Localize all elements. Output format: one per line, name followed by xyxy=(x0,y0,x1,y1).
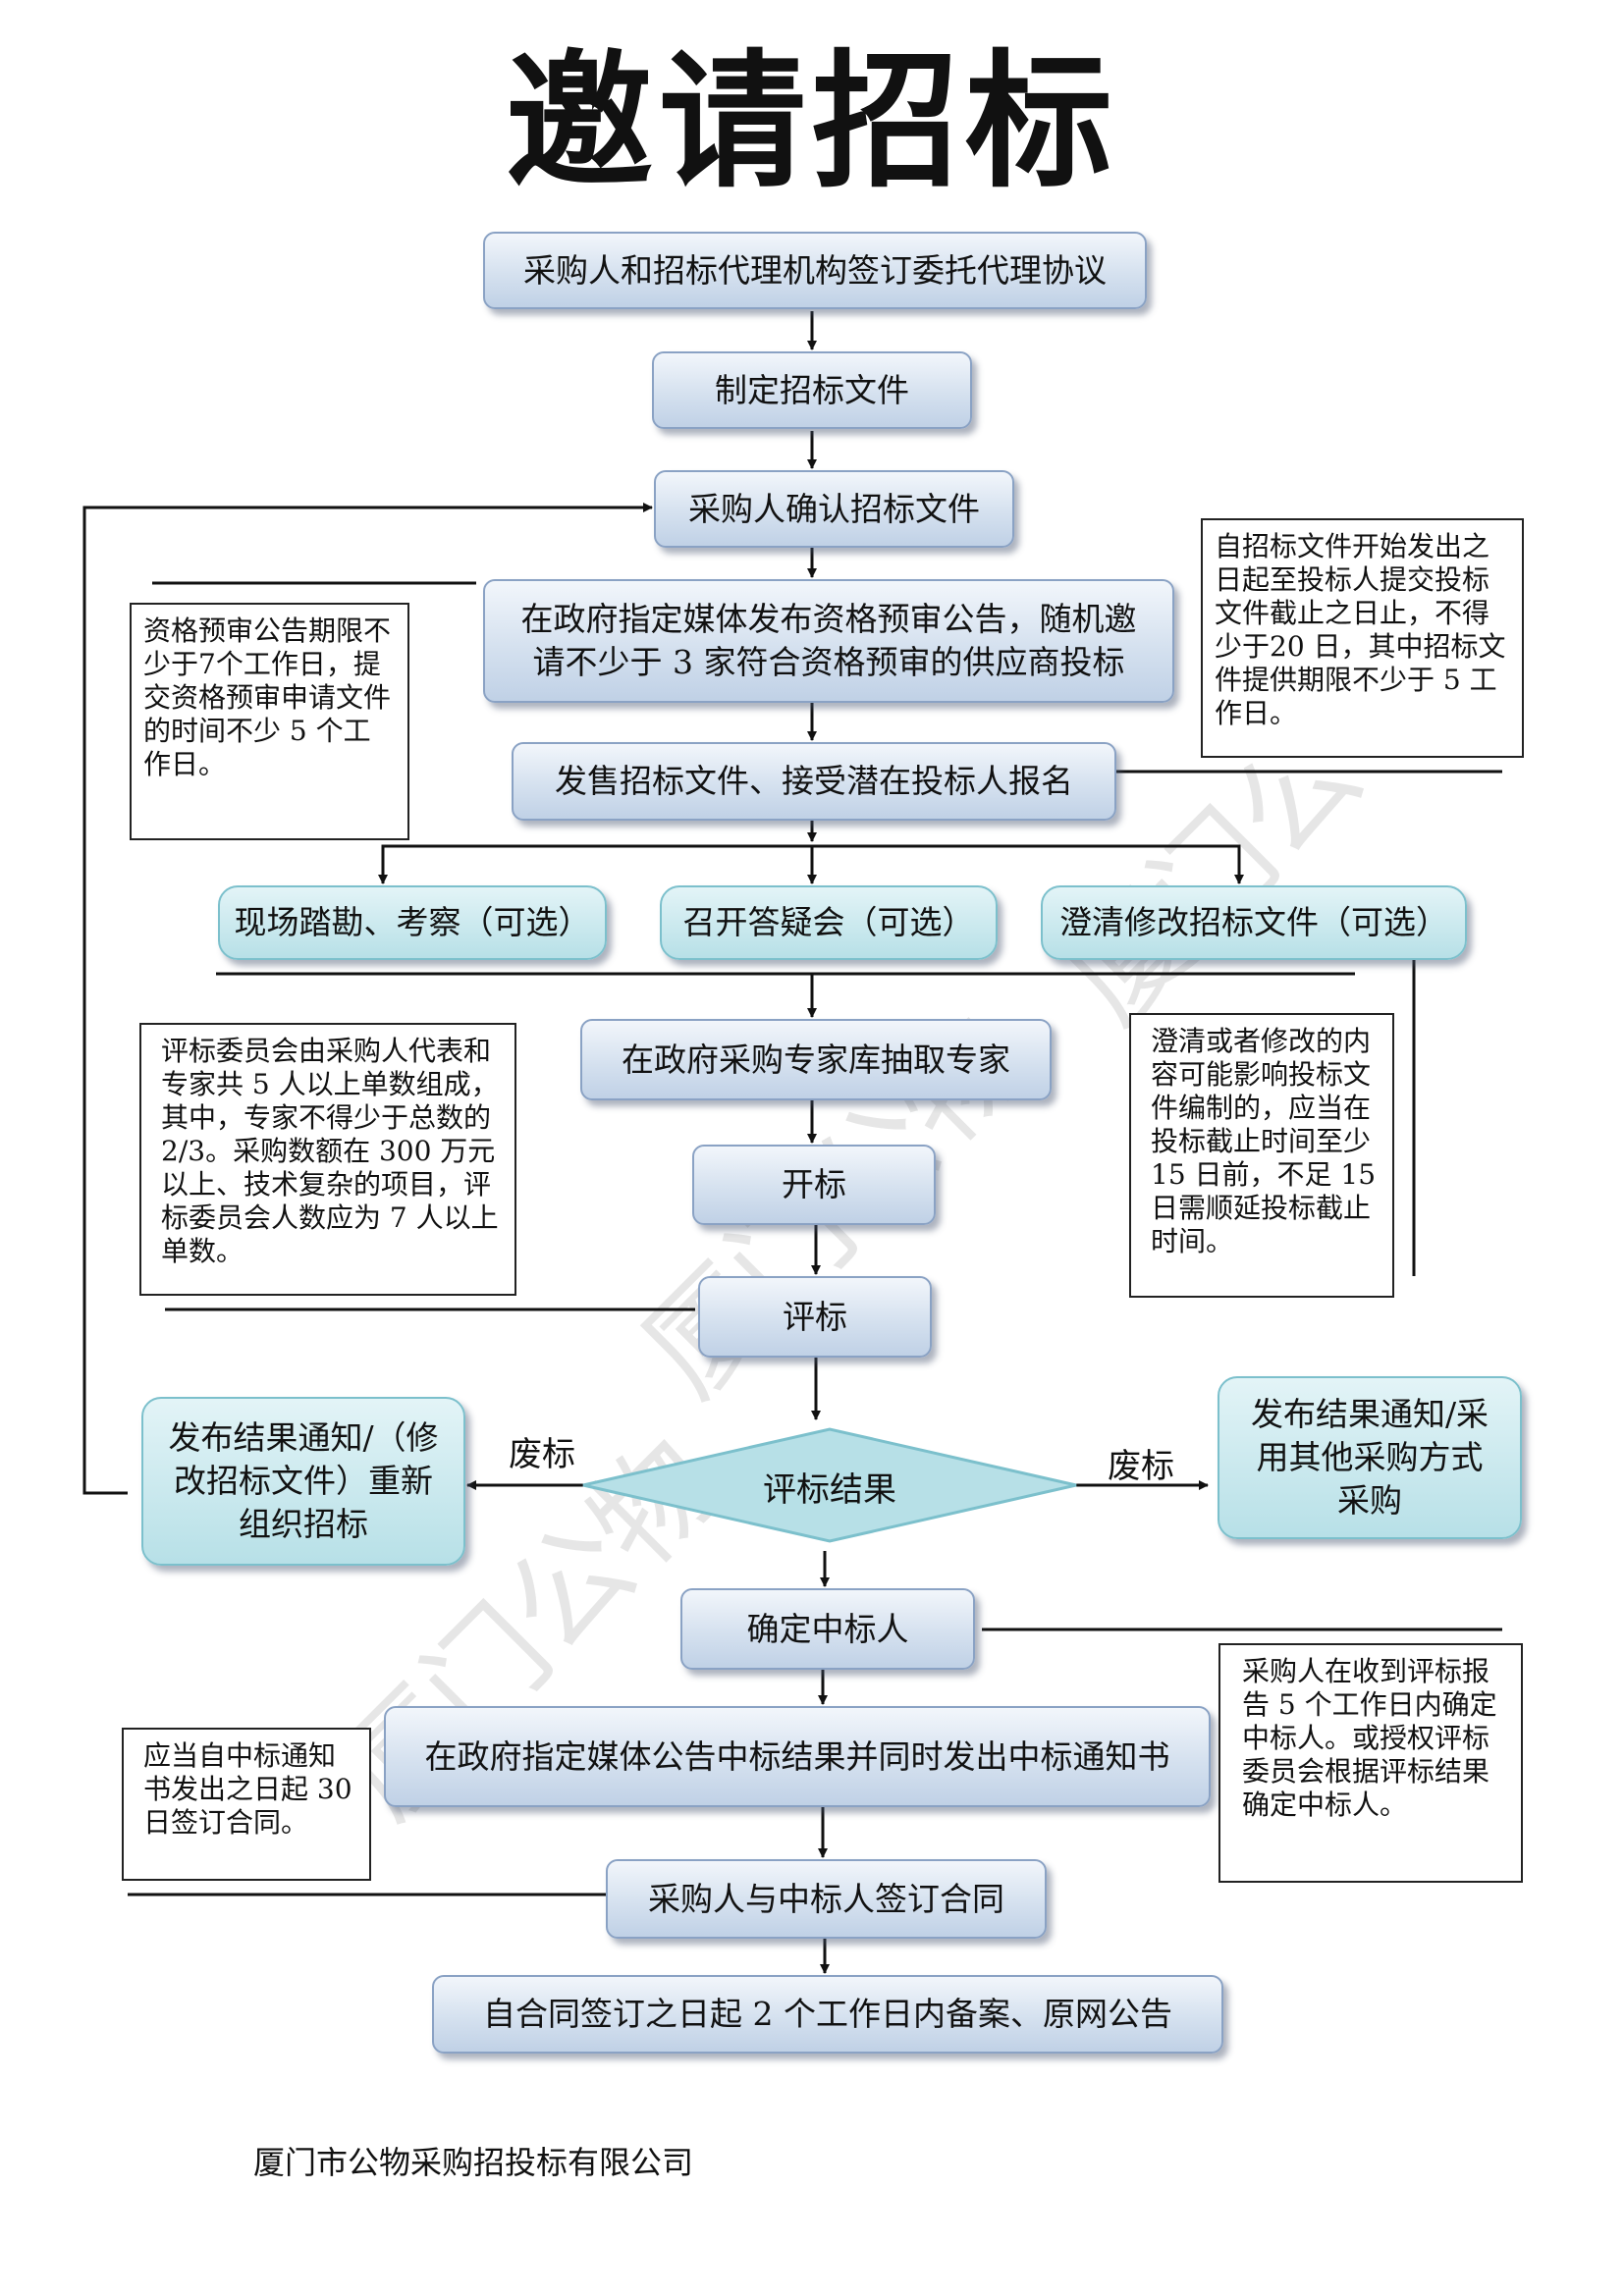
step-fail-retender: 发布结果通知/（修改招标文件）重新组织招标 xyxy=(141,1397,465,1566)
step-announce-result: 在政府指定媒体公告中标结果并同时发出中标通知书 xyxy=(384,1706,1211,1807)
step-determine-winner: 确定中标人 xyxy=(680,1588,975,1670)
fail-right-label: 废标 xyxy=(1108,1447,1174,1486)
note-doc-period: 自招标文件开始发出之日起至投标人提交投标文件截止之日止，不得少于20 日，其中招… xyxy=(1201,518,1524,758)
step-fail-other-method: 发布结果通知/采用其他采购方式采购 xyxy=(1218,1376,1522,1539)
note-committee: 评标委员会由采购人代表和专家共 5 人以上单数组成，其中，专家不得少于总数的 2… xyxy=(139,1023,516,1296)
step-prepare-docs: 制定招标文件 xyxy=(652,351,972,429)
step-clarify-docs: 澄清修改招标文件（可选） xyxy=(1041,885,1467,960)
step-sell-docs: 发售招标文件、接受潜在投标人报名 xyxy=(512,742,1116,821)
step-publish-prequal: 在政府指定媒体发布资格预审公告，随机邀请不少于 3 家符合资格预审的供应商投标 xyxy=(483,579,1174,703)
step-confirm-docs: 采购人确认招标文件 xyxy=(654,470,1014,548)
result-diamond xyxy=(582,1427,1077,1543)
note-clarify: 澄清或者修改的内容可能影响投标文件编制的，应当在投标截止时间至少 15 日前，不… xyxy=(1129,1013,1394,1298)
note-prequal-period: 资格预审公告期限不少于7个工作日，提交资格预审申请文件的时间不少 5 个工作日。 xyxy=(130,603,409,840)
note-contract-time: 应当自中标通知书发出之日起 30 日签订合同。 xyxy=(122,1728,371,1881)
step-agency-agreement: 采购人和招标代理机构签订委托代理协议 xyxy=(483,232,1147,309)
step-filing: 自合同签订之日起 2 个工作日内备案、原网公告 xyxy=(432,1975,1223,2054)
step-site-visit: 现场踏勘、考察（可选） xyxy=(218,885,607,960)
note-winner-time: 采购人在收到评标报告 5 个工作日内确定中标人。或授权评标委员会根据评标结果确定… xyxy=(1218,1643,1523,1883)
loop-back-connector xyxy=(82,503,653,1495)
fail-left-label: 废标 xyxy=(509,1435,575,1474)
step-draw-experts: 在政府采购专家库抽取专家 xyxy=(580,1019,1052,1100)
company-footer: 厦门市公物采购招投标有限公司 xyxy=(253,2144,694,2181)
step-evaluate: 评标 xyxy=(698,1276,932,1358)
result-label: 评标结果 xyxy=(763,1470,896,1510)
page-title: 邀请招标 xyxy=(505,37,1118,208)
step-open-bids: 开标 xyxy=(692,1145,936,1225)
step-qa-meeting: 召开答疑会（可选） xyxy=(660,885,998,960)
step-sign-contract: 采购人与中标人签订合同 xyxy=(606,1859,1047,1939)
